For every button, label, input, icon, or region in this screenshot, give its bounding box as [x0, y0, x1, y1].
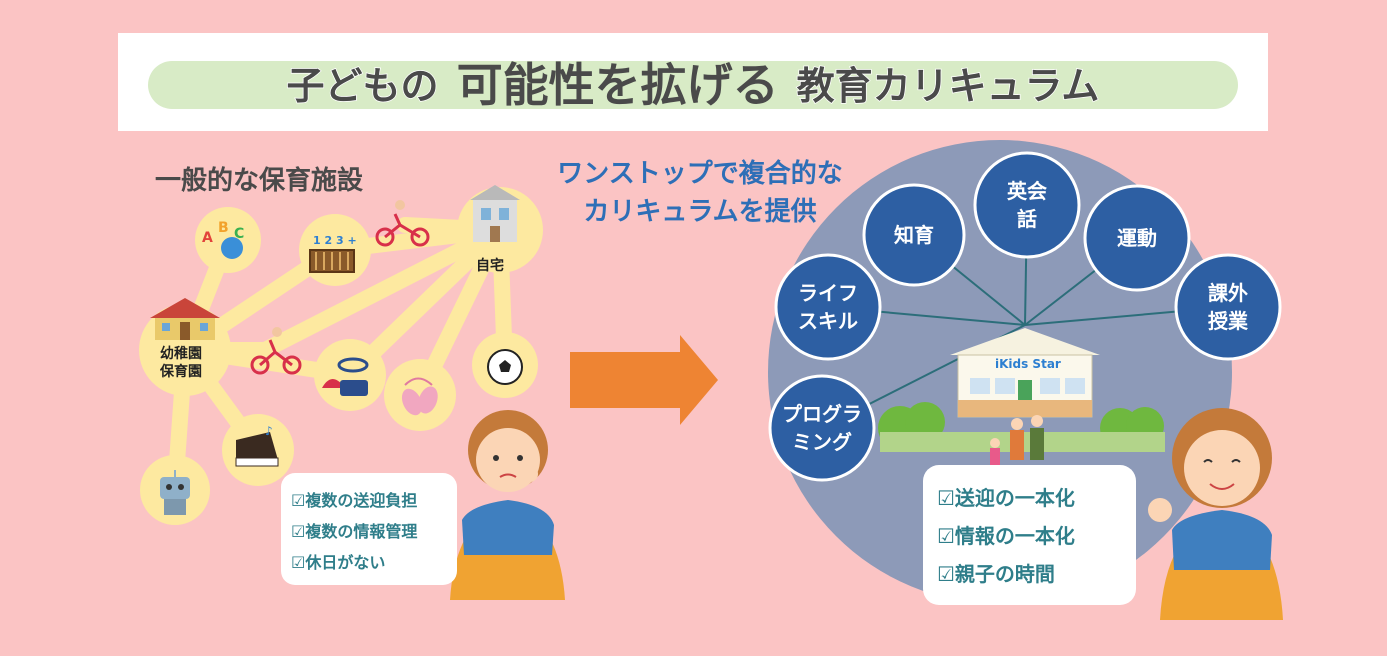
circle-programming: プログラ ミング: [782, 402, 862, 454]
swim-node: [314, 339, 386, 411]
headline-line1: ワンストップで複合的な: [557, 159, 843, 189]
problem-item: ☑休日がない: [291, 553, 386, 572]
arrow-right-icon: [570, 335, 718, 425]
ballet-shoes-icon: [401, 377, 438, 416]
left-heading: 一般的な保育施設: [155, 166, 364, 196]
swim-gear-icon: [322, 357, 369, 396]
robot-icon: [160, 470, 190, 515]
circle-english: 英会 話: [1007, 179, 1047, 231]
abc-globe-icon: A B C: [202, 220, 244, 259]
svg-text:♪: ♪: [265, 424, 273, 438]
curriculum-circles: [768, 151, 1282, 482]
home-label: 自宅: [476, 258, 504, 274]
bicycle-icon: [375, 200, 430, 247]
benefit-item: ☑情報の一本化: [937, 524, 1075, 548]
svg-text:C: C: [234, 226, 244, 242]
benefit-item: ☑送迎の一本化: [937, 486, 1075, 510]
headline: ワンストップで複合的な カリキュラムを提供: [500, 155, 900, 231]
house-icon: [470, 185, 520, 242]
problem-item: ☑複数の情報管理: [291, 522, 418, 541]
soccer-ball-icon: [487, 349, 523, 385]
problems-box: ☑複数の送迎負担 ☑複数の情報管理 ☑休日がない: [281, 473, 457, 585]
family-walking-illustration: [990, 415, 1044, 466]
nursery-building-icon: [150, 298, 220, 340]
title-part1: 子どもの: [286, 63, 440, 109]
abacus-icon: 1 2 3 +: [309, 234, 357, 273]
title-text: 子どもの 可能性を拡げる 教育カリキュラム: [118, 33, 1268, 131]
circle-extracurricular: 課外 授業: [1208, 281, 1248, 333]
svg-text:1 2 3 +: 1 2 3 +: [313, 234, 357, 247]
school-name: iKids Star: [995, 357, 1061, 371]
worried-mother-illustration: [450, 410, 565, 600]
svg-text:A: A: [202, 230, 213, 246]
title-banner: 子どもの 可能性を拡げる 教育カリキュラム: [118, 33, 1268, 131]
title-part2: 可能性を拡げる: [456, 58, 779, 112]
headline-line2: カリキュラムを提供: [583, 197, 817, 227]
happy-mother-illustration: [1148, 408, 1283, 620]
benefit-item: ☑親子の時間: [937, 562, 1055, 586]
problem-item: ☑複数の送迎負担: [291, 491, 418, 510]
circle-sports: 運動: [1117, 226, 1157, 250]
title-part3: 教育カリキュラム: [796, 63, 1100, 109]
benefits-box: ☑送迎の一本化 ☑情報の一本化 ☑親子の時間: [923, 465, 1136, 605]
svg-text:B: B: [218, 220, 229, 236]
ballet-node: [384, 359, 456, 431]
title-pill: [148, 61, 1238, 109]
piano-icon: ♪: [235, 424, 279, 467]
bicycle-icon: [250, 327, 302, 375]
circle-life-skills: ライフ スキル: [798, 281, 858, 333]
school-building-illustration: iKids Star: [950, 328, 1100, 418]
nursery-label: 幼稚園 保育園: [160, 346, 202, 380]
circle-intellectual: 知育: [894, 223, 934, 247]
